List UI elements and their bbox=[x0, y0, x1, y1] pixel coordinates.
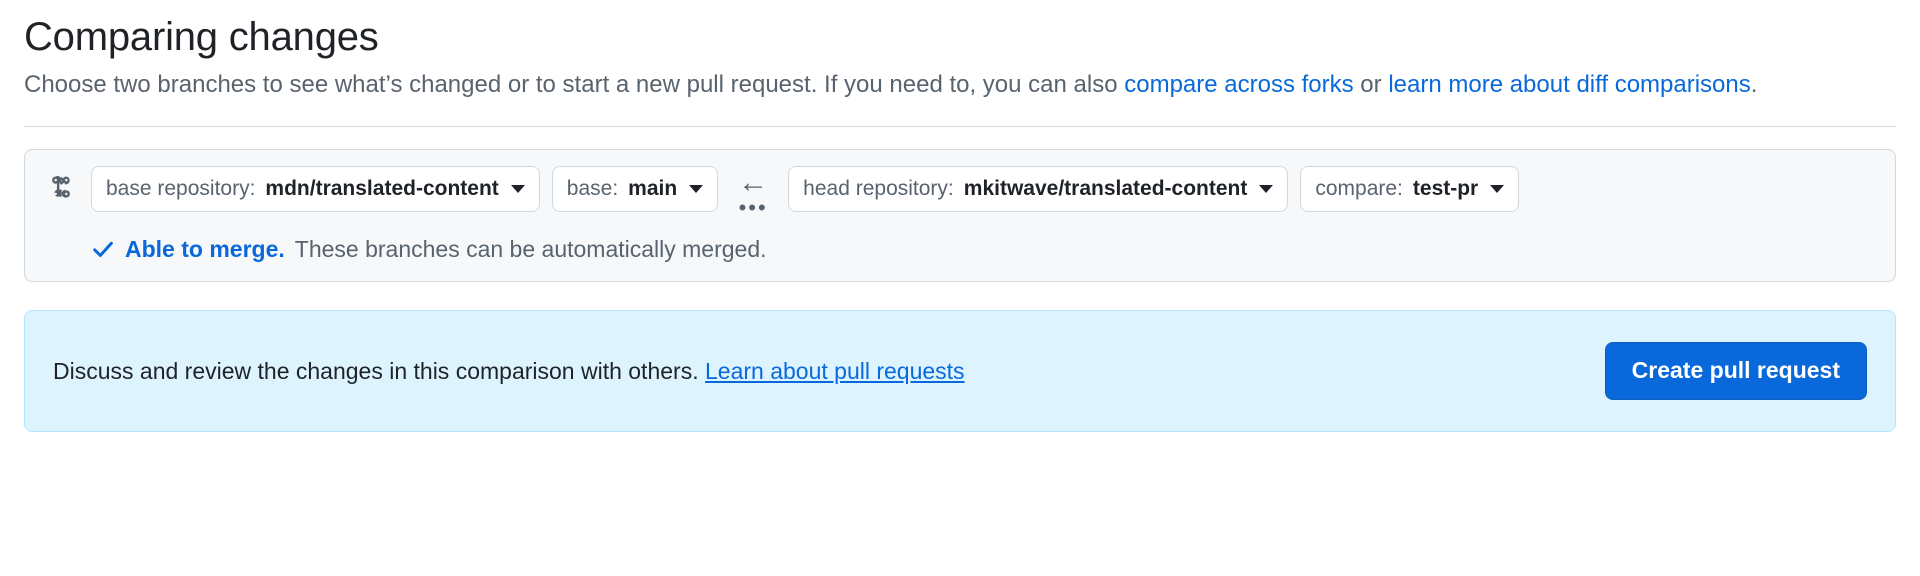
learn-more-diff-comparisons-link[interactable]: learn more about diff comparisons bbox=[1388, 71, 1751, 98]
arrow-left-icon: ← bbox=[738, 165, 769, 199]
create-pull-request-button[interactable]: Create pull request bbox=[1604, 342, 1867, 400]
create-pr-description-text: Discuss and review the changes in this c… bbox=[53, 357, 705, 384]
chevron-down-icon bbox=[689, 184, 704, 193]
compare-branch-selector[interactable]: compare: test-pr bbox=[1300, 165, 1520, 212]
head-repository-value: mkitwave/translated-content bbox=[963, 177, 1248, 201]
branch-range-row: base repository: mdn/translated-content … bbox=[39, 165, 1881, 220]
create-pull-request-panel: Discuss and review the changes in this c… bbox=[24, 309, 1896, 432]
branch-compare-panel: base repository: mdn/translated-content … bbox=[24, 148, 1896, 282]
check-icon bbox=[91, 237, 115, 261]
base-repository-label: base repository: bbox=[106, 177, 256, 201]
base-branch-value: main bbox=[628, 177, 678, 201]
merge-status-headline: Able to merge. bbox=[125, 235, 285, 262]
base-branch-label: base: bbox=[566, 177, 619, 201]
git-compare-icon bbox=[47, 173, 75, 201]
learn-about-pull-requests-link[interactable]: Learn about pull requests bbox=[704, 357, 965, 384]
ellipsis-icon: ••• bbox=[738, 194, 768, 220]
compare-branch-label: compare: bbox=[1315, 177, 1403, 201]
merge-status-detail: These branches can be automatically merg… bbox=[294, 235, 767, 262]
base-branch-selector[interactable]: base: main bbox=[551, 165, 719, 212]
page-title: Comparing changes bbox=[24, 15, 379, 59]
chevron-down-icon bbox=[1490, 184, 1505, 193]
compare-across-forks-link[interactable]: compare across forks bbox=[1124, 71, 1354, 98]
header-divider bbox=[24, 125, 1896, 127]
compare-branch-value: test-pr bbox=[1412, 177, 1479, 201]
chevron-down-icon bbox=[510, 184, 525, 193]
page-description: Choose two branches to see what’s change… bbox=[24, 68, 1896, 103]
description-text-1: Choose two branches to see what’s change… bbox=[24, 71, 1125, 98]
description-text-2: or bbox=[1353, 71, 1389, 98]
create-pr-description: Discuss and review the changes in this c… bbox=[53, 355, 965, 387]
merge-status: Able to merge. These branches can be aut… bbox=[91, 236, 1881, 263]
description-text-3: . bbox=[1750, 71, 1758, 98]
chevron-down-icon bbox=[1259, 184, 1274, 193]
head-repository-label: head repository: bbox=[803, 177, 954, 201]
base-repository-value: mdn/translated-content bbox=[265, 177, 499, 201]
head-repository-selector[interactable]: head repository: mkitwave/translated-con… bbox=[788, 165, 1289, 212]
base-repository-selector[interactable]: base repository: mdn/translated-content bbox=[91, 165, 540, 212]
compare-direction-indicator: ← ••• bbox=[730, 165, 776, 220]
